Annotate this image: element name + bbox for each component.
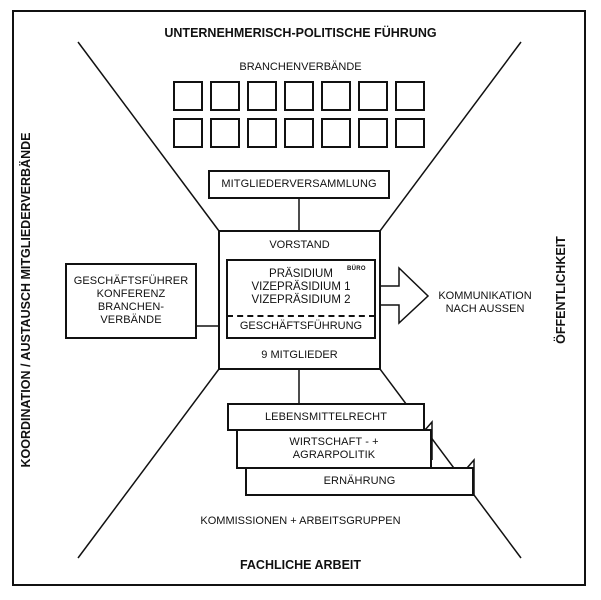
kommission-lebensmittelrecht: LEBENSMITTELRECHT xyxy=(227,403,425,431)
kommunikation-line: KOMMUNIKATION xyxy=(438,290,532,302)
bottom-title: FACHLICHE ARBEIT xyxy=(239,558,362,572)
branchenverbaende-label: BRANCHENVERBÄNDE xyxy=(239,61,362,73)
branchenverband-cell xyxy=(173,81,203,111)
branchenverband-cell xyxy=(247,81,277,111)
diagonal-bottom-right xyxy=(379,368,522,559)
buro-tag: BÜRO xyxy=(347,266,366,272)
kommission-wirtschaft-agrarpolitik: WIRTSCHAFT - + AGRARPOLITIK xyxy=(236,429,432,469)
mitgliederversammlung-label: MITGLIEDERVERSAMMLUNG xyxy=(221,178,377,190)
kommissionen-label: KOMMISSIONEN + ARBEITSGRUPPEN xyxy=(200,515,401,527)
branchenverband-cell xyxy=(321,81,351,111)
kommission-ernaehrung: ERNÄHRUNG xyxy=(245,467,474,496)
kommission-wirtschaft-line: WIRTSCHAFT - + xyxy=(289,436,379,448)
branchenverband-cell xyxy=(395,81,425,111)
branchenverband-cell xyxy=(173,118,203,148)
outer-frame xyxy=(12,10,586,586)
praesidium-label: PRÄSIDIUM xyxy=(269,268,333,280)
praesidium-box xyxy=(226,259,376,339)
vizepraesidium-1-label: VIZEPRÄSIDIUM 1 xyxy=(251,281,351,293)
gf-konferenz-line: BRANCHEN- xyxy=(97,301,165,313)
diagonal-top-left xyxy=(77,41,220,232)
kommission-ernaehrung-label: ERNÄHRUNG xyxy=(323,475,396,487)
vorstand-members: 9 MITGLIEDER xyxy=(261,349,338,361)
vizepraesidium-2-label: VIZEPRÄSIDIUM 2 xyxy=(251,294,351,306)
vorstand-label: VORSTAND xyxy=(269,239,330,251)
branchenverbaende-grid xyxy=(173,81,425,148)
gf-konferenz-line: VERBÄNDE xyxy=(100,314,162,326)
mitgliederversammlung-box: MITGLIEDERVERSAMMLUNG xyxy=(208,170,390,199)
branchenverband-cell xyxy=(358,118,388,148)
diagonal-top-right xyxy=(379,41,522,232)
dashed-divider xyxy=(227,315,375,317)
gf-konferenz-line: GESCHÄFTSFÜHRER xyxy=(73,275,189,287)
geschaeftsfuehrung-label: GESCHÄFTSFÜHRUNG xyxy=(239,320,363,332)
kommission-lebensmittelrecht-label: LEBENSMITTELRECHT xyxy=(264,410,388,423)
branchenverband-cell xyxy=(210,81,240,111)
branchenverband-cell xyxy=(210,118,240,148)
branchenverband-cell xyxy=(395,118,425,148)
kommunikation-line: NACH AUSSEN xyxy=(445,303,525,315)
branchenverband-cell xyxy=(284,118,314,148)
gf-konferenz-line: KONFERENZ xyxy=(96,288,166,300)
branchenverband-cell xyxy=(284,81,314,111)
gf-konferenz-box: GESCHÄFTSFÜHRER KONFERENZ BRANCHEN- VERB… xyxy=(65,263,197,339)
diagonal-bottom-left xyxy=(77,368,220,559)
top-title: UNTERNEHMERISCH-POLITISCHE FÜHRUNG xyxy=(164,26,437,40)
branchenverband-cell xyxy=(321,118,351,148)
branchenverband-cell xyxy=(358,81,388,111)
kommission-wirtschaft-line: AGRARPOLITIK xyxy=(292,449,376,461)
branchenverband-cell xyxy=(247,118,277,148)
